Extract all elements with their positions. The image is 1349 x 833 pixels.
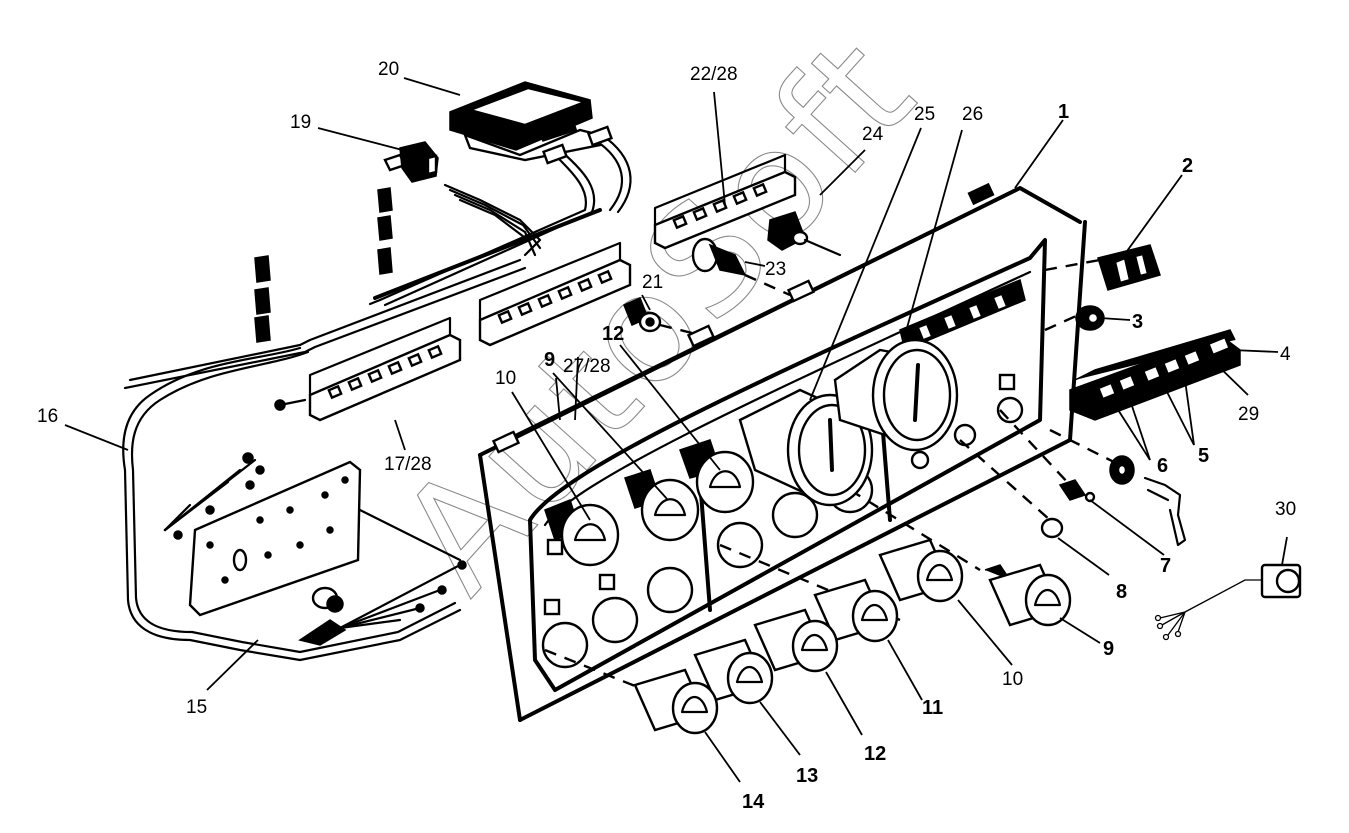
tachograph-sender: [1154, 563, 1302, 641]
callout-15: 15: [186, 697, 207, 718]
relay: [383, 141, 542, 257]
callout-20: 20: [378, 59, 399, 80]
fuse-block-middle: [478, 241, 632, 347]
loose-gauge-9: [984, 563, 1072, 627]
callout-4: 4: [1280, 344, 1291, 365]
callout-2: 2: [1182, 155, 1193, 177]
callout-labels: 20 19 22/28 24 25 26 1 2 23 21 3 4 12 27…: [37, 59, 1296, 813]
callout-7: 7: [1160, 555, 1171, 577]
callout-12-top: 12: [602, 323, 624, 345]
callout-12-bottom: 12: [864, 743, 886, 765]
callout-25: 25: [914, 104, 935, 125]
callout-17-28: 17/28: [384, 454, 432, 475]
fuse-block-lower: [274, 316, 462, 422]
switch: [1097, 244, 1161, 291]
main-wiring-harness: [122, 258, 527, 662]
callout-29: 29: [1238, 404, 1259, 425]
indicator-lamp: [1075, 305, 1105, 331]
grommet: [1040, 517, 1064, 539]
callout-9-top: 9: [544, 349, 555, 371]
callout-30: 30: [1275, 499, 1296, 520]
tachometer: [833, 338, 959, 452]
loose-gauge-10: [878, 538, 964, 603]
lamp-socket: [623, 297, 701, 337]
loose-gauge-14: [633, 668, 719, 735]
leader-lines: [64, 77, 1288, 783]
callout-21: 21: [642, 272, 663, 293]
callout-9-bottom: 9: [1103, 638, 1114, 660]
switch-block: [1069, 329, 1241, 421]
control-unit: [449, 81, 602, 162]
callout-27-28: 27/28: [563, 356, 611, 377]
callout-16: 16: [37, 406, 58, 427]
callout-23: 23: [765, 259, 786, 280]
callout-10-bottom: 10: [1002, 669, 1023, 690]
ignition-lock-with-keys: [1058, 455, 1187, 547]
callout-8: 8: [1116, 581, 1127, 603]
rotary-switch: [767, 211, 842, 257]
fuse-clips: [254, 187, 393, 343]
callout-11: 11: [922, 697, 943, 719]
cigarette-lighter: [691, 237, 791, 297]
loose-gauge-11: [813, 578, 899, 643]
callout-5: 5: [1198, 445, 1209, 467]
panel-gauge-9: [624, 469, 700, 542]
callout-13: 13: [796, 765, 818, 787]
harness-connector: [311, 586, 344, 613]
callout-1: 1: [1058, 101, 1069, 123]
harness-branch-upper: [368, 125, 632, 307]
callout-26: 26: [962, 104, 983, 125]
callout-6: 6: [1157, 455, 1168, 477]
panel-gauge-10: [544, 499, 620, 567]
panel-gauge-12: [679, 439, 755, 514]
loose-gauge-12: [753, 608, 839, 673]
callout-24: 24: [862, 124, 884, 145]
callout-14: 14: [742, 791, 765, 813]
callout-10-top: 10: [495, 368, 516, 389]
fuse-block-upper: [653, 153, 797, 250]
callout-3: 3: [1132, 311, 1143, 333]
harness-mounting-plate: [188, 460, 462, 617]
loose-gauge-13: [693, 638, 774, 705]
callout-22-28: 22/28: [690, 64, 738, 85]
callout-19: 19: [290, 112, 311, 133]
